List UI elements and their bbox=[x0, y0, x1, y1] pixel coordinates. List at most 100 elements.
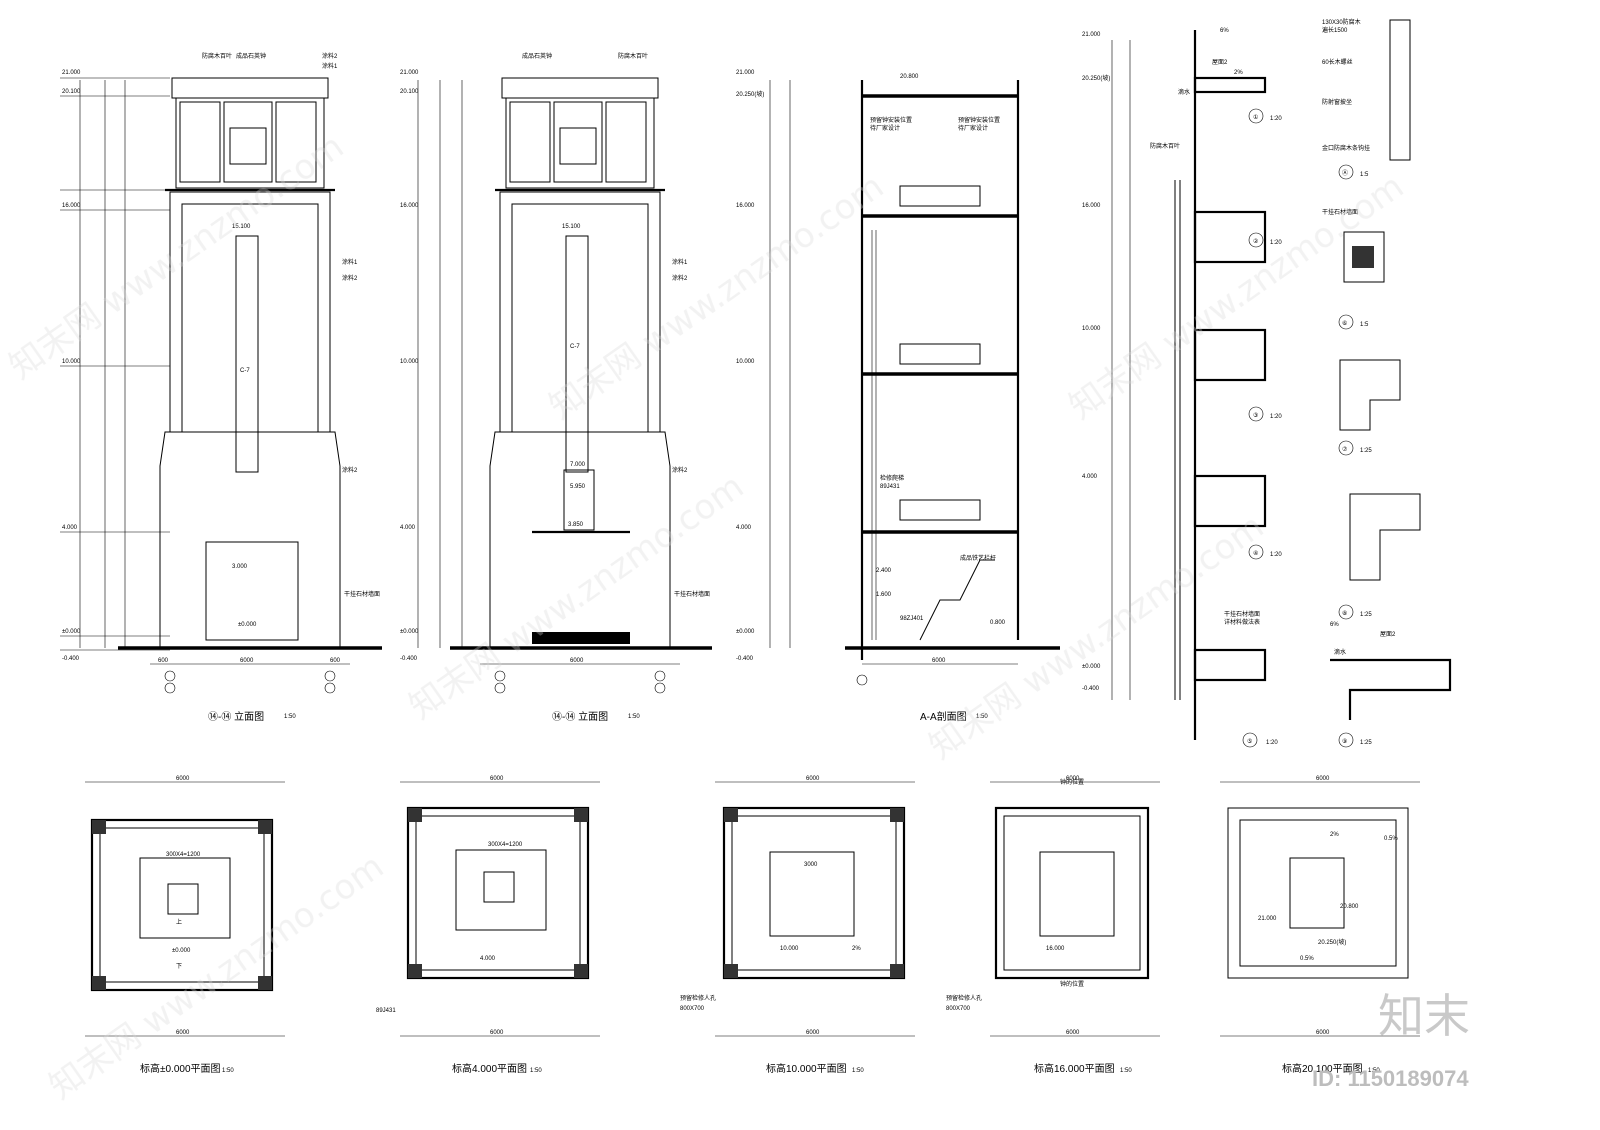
detail-scale: 1:20 bbox=[1270, 240, 1282, 246]
detail-scale: 1:25 bbox=[1360, 612, 1372, 618]
label-stone: 干挂石材墙面 bbox=[674, 590, 710, 598]
dim: 6000 bbox=[570, 658, 584, 664]
level-text: 4.000 bbox=[400, 525, 416, 531]
detail-scale: 1:5 bbox=[1360, 322, 1369, 328]
detail-no: ④ bbox=[1253, 550, 1258, 557]
window-c7 bbox=[235, 235, 259, 473]
label-clockpos2: 待厂家设计 bbox=[958, 124, 988, 132]
slope: 2% bbox=[1234, 70, 1243, 76]
plan-level: 10.000 bbox=[780, 946, 799, 952]
label-hatch-size: 800X700 bbox=[946, 1006, 971, 1012]
label-clockpos2: 待厂家设计 bbox=[870, 124, 900, 132]
plan-title: 标高16.000平面图 bbox=[1034, 1062, 1115, 1075]
small-details: 130X30防腐木 遍长1500 60长木螺丝 防射窗披坐 金口防腐木条钩挂 Ⓐ… bbox=[1322, 18, 1452, 748]
level-text: 10.000 bbox=[400, 359, 419, 365]
label-roof: 屋面2 bbox=[1212, 59, 1228, 66]
detail-no: ⑧ bbox=[1342, 610, 1347, 617]
level-text: 16.000 bbox=[62, 203, 81, 209]
plan-2: 6000 300X4=1200 4.000 89J431 6000 标高4.00… bbox=[376, 776, 600, 1075]
detail-scale: 1:20 bbox=[1266, 740, 1278, 746]
level-mark: 20.800 bbox=[900, 74, 919, 80]
plan-title: 标高4.000平面图 bbox=[452, 1062, 527, 1075]
level-text: ±0.000 bbox=[62, 629, 81, 635]
label-ladder-code: 89J431 bbox=[376, 1008, 396, 1014]
slope2: 0.5% bbox=[1300, 956, 1314, 962]
dim: 6000 bbox=[490, 1030, 504, 1036]
level-mark: 15.100 bbox=[562, 224, 581, 230]
level-mark: 7.000 bbox=[570, 462, 586, 468]
dim: 6000 bbox=[1066, 776, 1080, 782]
dim: 6000 bbox=[240, 658, 254, 664]
drawing-scale: 1:50 bbox=[628, 714, 640, 720]
watermark-text: 知末网 www.znzmo.com bbox=[542, 166, 891, 427]
level-text: 21.000 bbox=[62, 70, 81, 76]
level-mark: 15.100 bbox=[232, 224, 251, 230]
label-louver: 防腐木百叶 bbox=[202, 52, 232, 60]
detail-no: Ⓐ bbox=[1342, 169, 1348, 177]
label-stone: 干挂石材墙面 bbox=[344, 590, 380, 598]
label-drip: 滴水 bbox=[1178, 88, 1190, 96]
label-roof: 屋面2 bbox=[1380, 631, 1396, 638]
drawing-title: ⑭-⑭ 立面图 bbox=[208, 710, 264, 723]
level-text: 10.000 bbox=[736, 359, 755, 365]
watermarks: 知末网 www.znzmo.com 知末网 www.znzmo.com 知末网 … bbox=[2, 126, 1411, 1107]
detail-scale: 1:20 bbox=[1270, 552, 1282, 558]
plan-level: 20.250(坡) bbox=[1318, 938, 1346, 946]
brand-logo-text: 知末 bbox=[1378, 989, 1470, 1043]
level-text: 4.000 bbox=[62, 525, 78, 531]
label-hatch: 预留检修人孔 bbox=[680, 994, 716, 1002]
stair-label: 300X4=1200 bbox=[488, 842, 523, 848]
louver-left bbox=[179, 101, 221, 183]
label-paint1: 涂料1 bbox=[672, 258, 688, 266]
drawing-title: ⑭-⑭ 立面图 bbox=[552, 710, 608, 723]
level-mark: 5.950 bbox=[570, 484, 586, 490]
stair-label: 300X4=1200 bbox=[166, 852, 201, 858]
drawing-scale: 1:50 bbox=[530, 1068, 542, 1074]
drawing-scale: 1:50 bbox=[976, 714, 988, 720]
label-paint2: 涂料2 bbox=[672, 466, 688, 474]
brand-logo: 知末 ID: 1150189074 bbox=[1312, 989, 1470, 1091]
label-ladder-code: 89J431 bbox=[880, 484, 900, 490]
level-text: 16.000 bbox=[400, 203, 419, 209]
label-clock: 成品石英钟 bbox=[236, 52, 266, 60]
plan-title: 标高10.000平面图 bbox=[766, 1062, 847, 1075]
wall-section-details: 21.000 20.250(坡) 16.000 10.000 4.000 ±0.… bbox=[1082, 28, 1282, 748]
elevation-2: 21.000 20.100 16.000 10.000 4.000 ±0.000… bbox=[400, 52, 712, 723]
window-tag: C-7 bbox=[240, 368, 250, 374]
plan-level: 21.000 bbox=[1258, 916, 1277, 922]
level-text: ±0.000 bbox=[1082, 664, 1101, 670]
label-fix: 金口防腐木条钩挂 bbox=[1322, 144, 1370, 152]
level-text: 20.100 bbox=[400, 89, 419, 95]
level-text: 10.000 bbox=[1082, 326, 1101, 332]
label-paint2: 涂料2 bbox=[342, 466, 358, 474]
label-bolt: 60长木螺丝 bbox=[1322, 58, 1353, 66]
level-text: 16.000 bbox=[1082, 203, 1101, 209]
level-text: -0.400 bbox=[62, 656, 80, 662]
drawing-scale: 1:50 bbox=[1368, 1068, 1380, 1074]
drawing-scale: 1:50 bbox=[1120, 1068, 1132, 1074]
plan-title: 标高±0.000平面图 bbox=[140, 1062, 221, 1075]
label-ladder: 检修爬梯 bbox=[880, 474, 904, 482]
clock-face bbox=[229, 127, 267, 165]
plan-level: 20.800 bbox=[1340, 904, 1359, 910]
level-mark: 2.400 bbox=[876, 568, 892, 574]
window-tag: C-7 bbox=[570, 344, 580, 350]
drawing-scale: 1:50 bbox=[284, 714, 296, 720]
detail-no: ② bbox=[1253, 238, 1259, 245]
level-text: 20.250(坡) bbox=[1082, 74, 1110, 82]
level-mark: 3.000 bbox=[232, 564, 248, 570]
drawing-scale: 1:50 bbox=[852, 1068, 864, 1074]
level-text: 20.250(坡) bbox=[736, 90, 764, 98]
railing bbox=[899, 185, 981, 207]
label-paint2: 涂料2 bbox=[672, 274, 688, 282]
label-clockpos: 预留钟安装位置 bbox=[958, 116, 1000, 124]
slope: 2% bbox=[852, 946, 861, 952]
dim: 6000 bbox=[1066, 1030, 1080, 1036]
dim: 6000 bbox=[176, 1030, 190, 1036]
label-hatch-size: 800X700 bbox=[680, 1006, 705, 1012]
level-text: ±0.000 bbox=[400, 629, 419, 635]
level-text: 20.100 bbox=[62, 89, 81, 95]
slope2: 0.5% bbox=[1384, 836, 1398, 842]
label-clockpos: 预留钟安装位置 bbox=[870, 116, 912, 124]
drawing-scale: 1:50 bbox=[222, 1068, 234, 1074]
